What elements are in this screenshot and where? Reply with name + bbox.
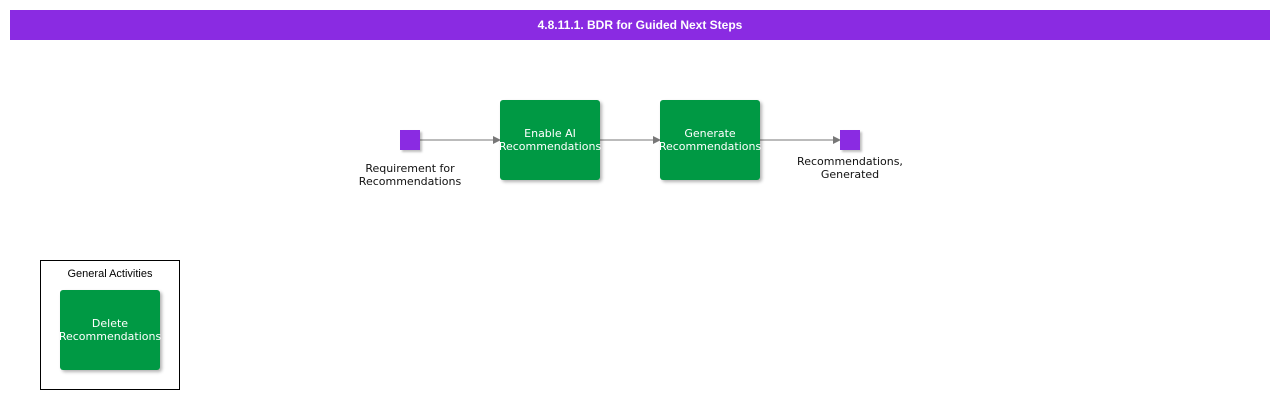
activity-enable-ai-recommendations[interactable]: Enable AI Recommendations	[498, 100, 602, 180]
diagram-title: 4.8.11.1. BDR for Guided Next Steps	[10, 10, 1270, 40]
activity-generate-recommendations[interactable]: Generate Recommendations	[658, 100, 762, 180]
end-event[interactable]	[840, 130, 860, 150]
start-event-label: Requirement for Recommendations	[358, 162, 462, 188]
activity-label: Generate Recommendations	[658, 127, 762, 153]
start-event[interactable]	[400, 130, 420, 150]
activity-label: Enable AI Recommendations	[498, 127, 602, 153]
activity-delete-recommendations[interactable]: Delete Recommendations	[58, 290, 162, 370]
activity-label: Delete Recommendations	[58, 317, 162, 343]
general-activities-title: General Activities	[67, 268, 153, 280]
end-event-label: Recommendations, Generated	[797, 155, 903, 181]
